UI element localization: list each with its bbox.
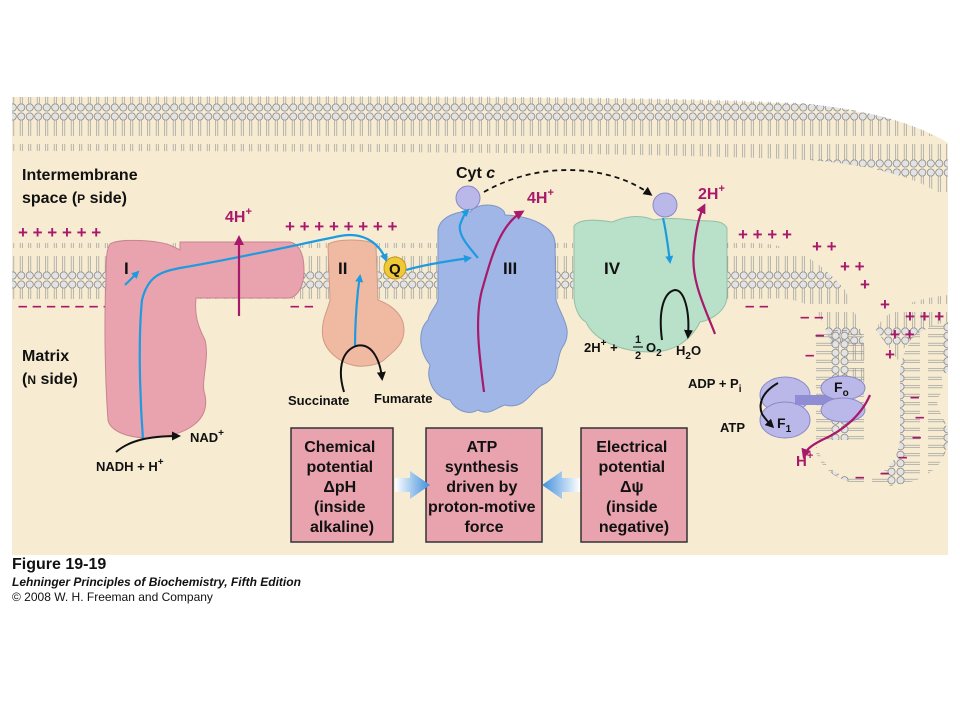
svg-text:+: + [860, 275, 870, 294]
copyright: © 2008 W. H. Freeman and Company [12, 590, 213, 604]
svg-text:–: – [912, 427, 921, 446]
svg-text:– – – – – – – –: – – – – – – – – [18, 296, 127, 315]
svg-text:– –: – – [800, 307, 824, 326]
svg-text:–: – [855, 467, 864, 486]
svg-text:ATP synthesis driv: ATP synthesis driven by proton-motive fo… [428, 439, 540, 536]
label-matrix: Matrix (N side) [22, 348, 78, 388]
arrow-electrical-to-atp [542, 471, 580, 499]
label-water: H2O [676, 343, 701, 362]
svg-text:–: – [880, 463, 889, 482]
label-adp-pi: ADP + Pi [688, 376, 742, 395]
atp-synthase [759, 375, 866, 439]
electron-flow [124, 208, 674, 441]
label-h-atp-synthase: H+ [796, 450, 813, 470]
label-fumarate: Fumarate [374, 391, 433, 406]
label-f1: F1 [777, 415, 792, 435]
svg-text:+ +: + + [840, 257, 865, 276]
svg-text:Chemical potential: Chemical potential ΔpH (inside alkaline) [304, 439, 380, 536]
svg-text:2H+ +: 2H+ + [584, 338, 618, 355]
figure-caption: Figure 19-19 Lehninger Principles of Bio… [12, 555, 301, 605]
svg-text:+ + + + + + + +: + + + + + + + + [285, 217, 398, 236]
label-complex-iii: III [503, 259, 517, 278]
label-4h-complex-iii: 4H+ [527, 187, 554, 207]
complex-ii [321, 239, 405, 367]
figure-number: Figure 19-19 [12, 556, 107, 573]
label-intermembrane-space: Intermembrane space (P side) [22, 167, 142, 207]
cyt-c-transfer-arrow [483, 169, 653, 196]
svg-text:– –: – – [745, 296, 769, 315]
label-complex-i: I [124, 259, 129, 278]
label-oxygen-reaction: 2H+ + 1 2 O2 [584, 334, 662, 362]
proton-pumping [234, 203, 872, 459]
box-chemical-potential: Chemical potential ΔpH (inside alkaline) [290, 427, 394, 543]
label-complex-ii: II [338, 259, 347, 278]
svg-text:+ +: + + [812, 237, 837, 256]
svg-text:+ + + +: + + + + [738, 225, 792, 244]
box-electrical-potential: Electrical potential Δψ (inside negative… [580, 427, 688, 543]
svg-text:+: + [880, 295, 890, 314]
svg-text:–: – [910, 387, 919, 406]
svg-text:+: + [885, 345, 895, 364]
svg-text:+ +: + + [890, 325, 915, 344]
label-atp: ATP [720, 420, 745, 435]
svg-text:–: – [815, 325, 824, 344]
complex-iii [420, 204, 568, 413]
svg-text:+ + +: + + + [905, 307, 944, 326]
svg-text:+ + + + + +: + + + + + + [18, 223, 101, 242]
label-nad: NAD+ [190, 428, 224, 445]
label-fo: Fo [834, 379, 849, 399]
label-succinate: Succinate [288, 393, 349, 408]
label-complex-iv: IV [604, 259, 621, 278]
label-4h-complex-i: 4H+ [225, 206, 252, 226]
book-title: Lehninger Principles of Biochemistry, Fi… [12, 575, 301, 589]
svg-text:– –: – – [290, 296, 314, 315]
outer-membrane [12, 96, 948, 200]
svg-text:1: 1 [635, 334, 641, 346]
arrow-chemical-to-atp [395, 471, 430, 499]
label-nadh: NADH + H+ [96, 457, 164, 474]
svg-text:–: – [898, 447, 907, 466]
label-cyt-c: Cyt c [456, 165, 495, 182]
svg-text:–: – [915, 407, 924, 426]
svg-text:Electrical potential: Electrical potential Δψ (inside negative… [596, 439, 672, 536]
reaction-arrows [115, 288, 779, 453]
svg-text:Q: Q [389, 261, 401, 278]
svg-text:–: – [805, 345, 814, 364]
cytochrome-c [455, 185, 678, 218]
svg-text:2: 2 [635, 350, 641, 362]
label-2h-complex-iv: 2H+ [698, 183, 725, 203]
ubiquinone-q: Q [383, 256, 407, 280]
svg-text:O2: O2 [646, 340, 662, 359]
box-atp-synthesis: ATP synthesis driven by proton-motive fo… [425, 427, 543, 543]
